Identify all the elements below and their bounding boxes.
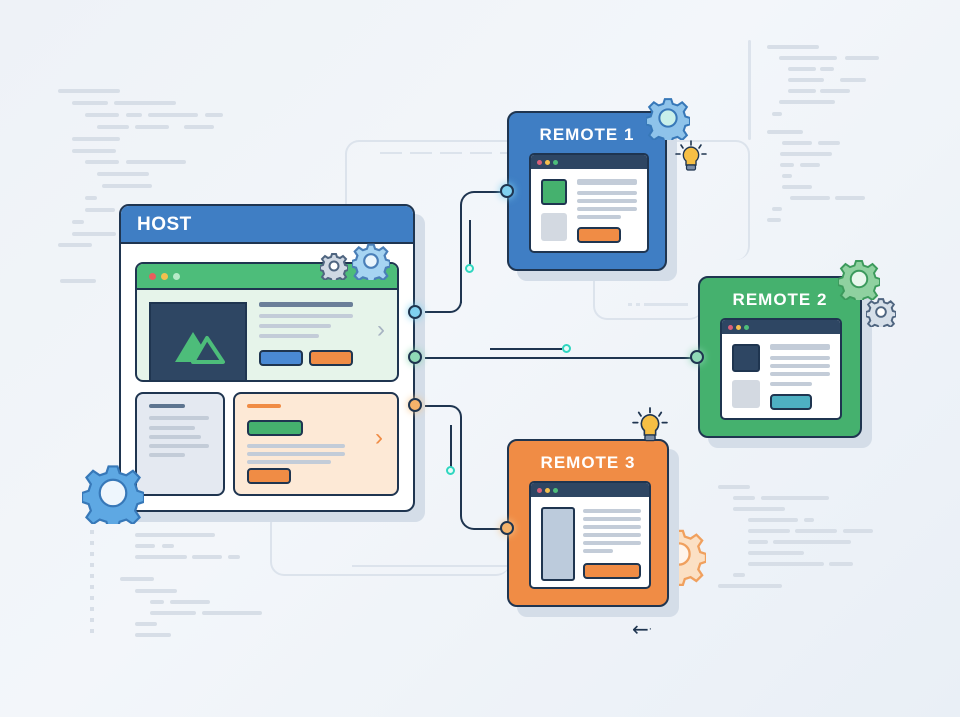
card-green-button[interactable]: [247, 420, 303, 436]
text-placeholder: [149, 404, 185, 408]
text-placeholder: [583, 525, 641, 529]
text-placeholder: [770, 356, 830, 360]
mini-window-titlebar: [531, 483, 649, 497]
host-side-panel[interactable]: [135, 392, 225, 496]
window-dot-green: [173, 273, 180, 280]
remote-1-mini-window: [529, 153, 649, 253]
background-frame-bottom: [270, 510, 510, 576]
lightbulb-icon: [632, 407, 668, 442]
wire-remote2-stub: [490, 348, 562, 350]
wire-remote3-segment-b: [460, 417, 502, 530]
card-orange-button[interactable]: [247, 468, 291, 484]
text-placeholder: [583, 549, 613, 553]
remote-2-connector[interactable]: [690, 350, 704, 364]
remote-3-mini-window: [529, 481, 651, 589]
hero-image-tile: [149, 302, 247, 380]
text-placeholder: [577, 215, 621, 219]
text-placeholder: [149, 444, 209, 448]
text-placeholder: [583, 517, 641, 521]
remote-3-title: REMOTE 3: [540, 453, 636, 472]
hero-primary-button[interactable]: [259, 350, 303, 366]
text-placeholder: [149, 416, 209, 420]
text-placeholder: [247, 404, 281, 408]
wire-remote3-stub: [450, 425, 452, 467]
dashed-line-middle: [628, 303, 688, 306]
thumbnail-tile: [541, 179, 567, 205]
arrow-left-icon: ←·: [632, 617, 652, 641]
window-dot-red: [149, 273, 156, 280]
gear-icon: [82, 465, 144, 524]
remote-1-connector[interactable]: [500, 184, 514, 198]
dashed-line-bottom: [352, 565, 507, 567]
background-frame-middle: [593, 250, 703, 320]
remote-2-window[interactable]: REMOTE 2: [698, 276, 862, 438]
gear-icon: [838, 260, 880, 300]
host-hero-panel[interactable]: ›: [135, 262, 399, 382]
text-placeholder: [577, 191, 637, 195]
mountain-logo-icon: [175, 332, 225, 364]
thumbnail-tile: [732, 344, 760, 372]
remote-2-title: REMOTE 2: [732, 290, 828, 309]
sidebar-tile: [541, 507, 575, 581]
text-placeholder: [149, 453, 185, 457]
text-placeholder: [770, 382, 812, 386]
gear-icon: [320, 253, 348, 280]
text-placeholder: [583, 541, 641, 545]
remote-3-action-button[interactable]: [583, 563, 641, 579]
host-connector-spine: [414, 300, 416, 430]
host-card-panel[interactable]: ›: [233, 392, 399, 496]
text-placeholder: [259, 314, 353, 318]
host-connector-remote3[interactable]: [408, 398, 422, 412]
text-placeholder: [583, 533, 641, 537]
signal-node-remote1: [465, 264, 474, 273]
remote-3-connector[interactable]: [500, 521, 514, 535]
gear-icon: [646, 98, 690, 140]
text-placeholder: [577, 179, 637, 185]
window-dot-yellow: [161, 273, 168, 280]
wire-remote1-stub: [469, 220, 471, 265]
hero-secondary-button[interactable]: [309, 350, 353, 366]
hero-panel-titlebar: [137, 264, 397, 290]
text-placeholder: [247, 444, 345, 448]
wire-remote3-segment-a: [422, 405, 462, 419]
host-connector-remote1[interactable]: [408, 305, 422, 319]
signal-node-remote3: [446, 466, 455, 475]
gear-icon: [866, 298, 896, 327]
host-header: HOST: [121, 206, 413, 244]
text-placeholder: [577, 207, 637, 211]
text-placeholder: [770, 364, 830, 368]
text-placeholder: [247, 452, 345, 456]
remote-1-window[interactable]: REMOTE 1: [507, 111, 667, 271]
text-placeholder: [259, 324, 331, 328]
signal-node-remote2: [562, 344, 571, 353]
text-placeholder: [770, 372, 830, 376]
text-placeholder: [149, 426, 195, 430]
thumbnail-tile: [732, 380, 760, 408]
text-placeholder: [577, 199, 637, 203]
remote-2-mini-window: [720, 318, 842, 420]
wire-host-remote2: [422, 357, 698, 359]
remote-2-action-button[interactable]: [770, 394, 812, 410]
lightbulb-icon: [675, 140, 707, 171]
gear-icon: [352, 243, 390, 280]
text-placeholder: [149, 435, 201, 439]
text-placeholder: [247, 460, 331, 464]
mini-window-titlebar: [722, 320, 840, 334]
chevron-right-icon[interactable]: ›: [377, 316, 385, 343]
text-placeholder: [770, 344, 830, 350]
remote-1-title: REMOTE 1: [539, 125, 635, 144]
text-placeholder: [259, 302, 353, 307]
host-title: HOST: [137, 214, 192, 235]
wire-remote1-segment-a: [422, 301, 462, 313]
wire-remote1-segment-b: [460, 191, 508, 303]
mini-window-titlebar: [531, 155, 647, 169]
thumbnail-tile: [541, 213, 567, 241]
host-connector-remote2[interactable]: [408, 350, 422, 364]
dashed-line-top: [380, 152, 510, 154]
remote-1-action-button[interactable]: [577, 227, 621, 243]
chevron-right-icon[interactable]: ›: [375, 424, 383, 451]
text-placeholder: [259, 334, 319, 338]
text-placeholder: [583, 509, 641, 513]
remote-3-window[interactable]: REMOTE 3: [507, 439, 669, 607]
